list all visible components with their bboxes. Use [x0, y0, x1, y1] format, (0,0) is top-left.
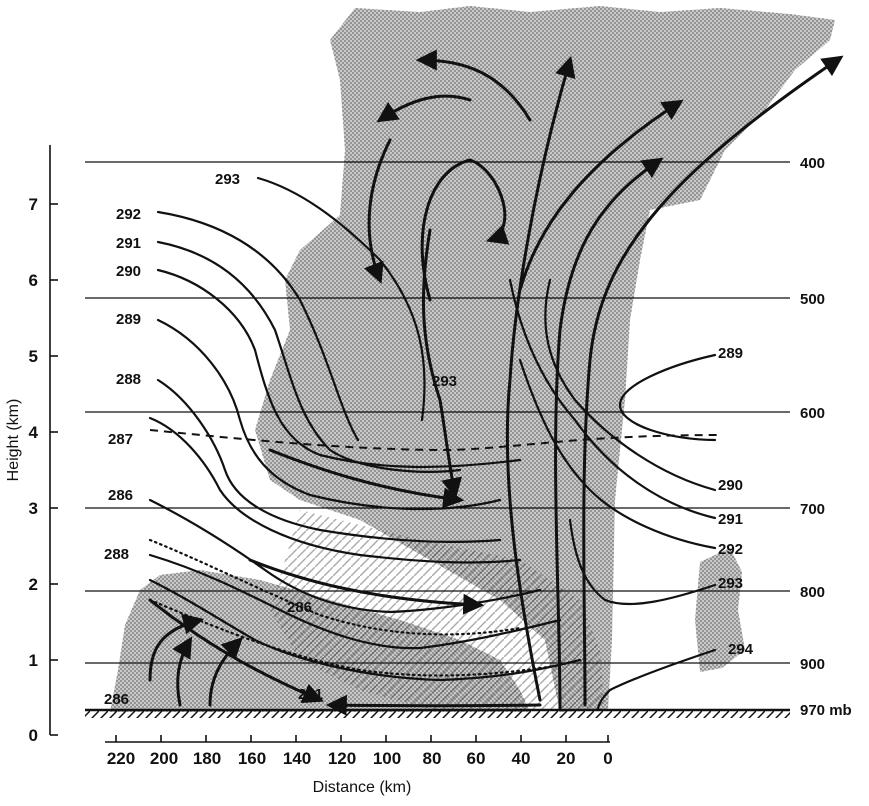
contour-label: 286 [287, 599, 312, 616]
y-axis: 0 1 2 3 4 5 6 7 Height (km) [5, 145, 58, 745]
y-tick-label: 4 [29, 423, 39, 442]
x-tick-label: 160 [238, 749, 266, 768]
contour-labels-left: 293 292 291 290 289 288 287 286 288 286 [104, 171, 240, 708]
contour-292 [156, 210, 360, 442]
x-tick-label: 120 [328, 749, 356, 768]
pressure-labels: 400 500 600 700 800 900 970 mb [800, 155, 852, 719]
updraft-streamline-3 [505, 55, 576, 702]
y-tick-label: 5 [29, 347, 38, 366]
contour-label: 288 [104, 546, 129, 563]
y-tick-label: 6 [29, 271, 38, 290]
x-tick-label: 40 [512, 749, 531, 768]
contour-label: 292 [116, 206, 141, 223]
x-tick-label: 200 [150, 749, 178, 768]
rear-inflow-2 [268, 448, 465, 509]
right-cloud-fragment [695, 548, 745, 672]
contour-288-lower [148, 553, 562, 650]
contour-label: 288 [116, 371, 141, 388]
contour-label: 290 [718, 477, 743, 494]
contour-label: 292 [718, 541, 743, 558]
cloud-regions [110, 6, 835, 712]
contour-label: 286 [108, 487, 133, 504]
x-tick-label: 100 [373, 749, 401, 768]
x-tick-label: 180 [193, 749, 221, 768]
contour-291-right [508, 278, 717, 520]
x-tick-label: 220 [107, 749, 135, 768]
contour-label: 287 [108, 431, 133, 448]
rear-inflow-3 [248, 558, 485, 615]
y-ticks [50, 203, 58, 736]
y-axis-title: Height (km) [5, 399, 22, 482]
updraft-streamline-1 [554, 157, 664, 712]
contour-label: 290 [116, 263, 141, 280]
contour-292-right [518, 358, 717, 550]
contour-289 [156, 318, 502, 511]
front-to-rear-1 [148, 613, 205, 682]
dotted-contour-2 [148, 598, 562, 677]
pressure-label-970: 970 mb [800, 702, 852, 719]
x-axis-title: Distance (km) [313, 779, 412, 796]
contour-288-upper [156, 378, 502, 544]
pressure-label-400: 400 [800, 155, 825, 172]
contour-287 [148, 416, 522, 564]
contour-290 [156, 268, 522, 469]
contour-labels-interior: 293 286 291 [287, 373, 457, 703]
low-level-contour [148, 578, 582, 682]
upper-outflow-left-2 [376, 94, 472, 123]
x-tick-label: 0 [603, 749, 612, 768]
contour-label: 293 [718, 575, 743, 592]
pressure-label-900: 900 [800, 656, 825, 673]
contour-label: 291 [718, 511, 743, 528]
descending-streamline [364, 138, 392, 284]
x-tick-label: 140 [283, 749, 311, 768]
contour-293 [256, 176, 426, 422]
front-to-rear-3 [208, 637, 243, 707]
pressure-label-500: 500 [800, 291, 825, 308]
x-axis: 220 200 180 160 140 120 100 80 60 40 20 … [105, 735, 613, 796]
isentropes-and-streamlines [148, 49, 844, 716]
ground-surface [85, 708, 790, 718]
pressure-label-800: 800 [800, 584, 825, 601]
y-tick-label: 0 [29, 726, 38, 745]
updraft-streamline-2 [582, 55, 844, 707]
contour-290-right [544, 278, 717, 492]
contour-289-right [618, 353, 717, 442]
y-tick-label: 7 [29, 195, 38, 214]
y-tick-label: 2 [29, 575, 38, 594]
pressure-label-700: 700 [800, 501, 825, 518]
pressure-label-600: 600 [800, 405, 825, 422]
y-tick-label: 1 [29, 651, 38, 670]
x-ticks [115, 735, 609, 742]
x-tick-label: 60 [467, 749, 486, 768]
contour-label: 294 [728, 641, 754, 658]
contour-label: 293 [432, 373, 457, 390]
contour-label: 289 [116, 311, 141, 328]
updraft-streamline-4 [518, 99, 684, 292]
mid-descent [421, 228, 463, 500]
melting-level-dashed [149, 429, 721, 452]
contour-label: 289 [718, 345, 743, 362]
dotted-contour-1 [148, 538, 522, 636]
contour-294-right [596, 648, 717, 712]
contour-label: 291 [298, 686, 323, 703]
contour-label: 291 [116, 235, 141, 252]
surface-outflow [325, 694, 542, 716]
contour-293-right [568, 518, 717, 606]
contour-291 [156, 240, 462, 473]
front-to-rear-2 [172, 636, 193, 707]
upper-outflow-left [415, 49, 532, 122]
x-tick-label: 80 [423, 749, 442, 768]
contour-labels-right: 289 290 291 292 293 294 [718, 345, 754, 658]
hatched-boundary-layer [270, 510, 605, 712]
overturning-loop [420, 158, 510, 302]
contour-label: 293 [215, 171, 240, 188]
x-tick-label: 20 [557, 749, 576, 768]
y-tick-label: 3 [29, 499, 38, 518]
contour-label: 286 [104, 691, 129, 708]
